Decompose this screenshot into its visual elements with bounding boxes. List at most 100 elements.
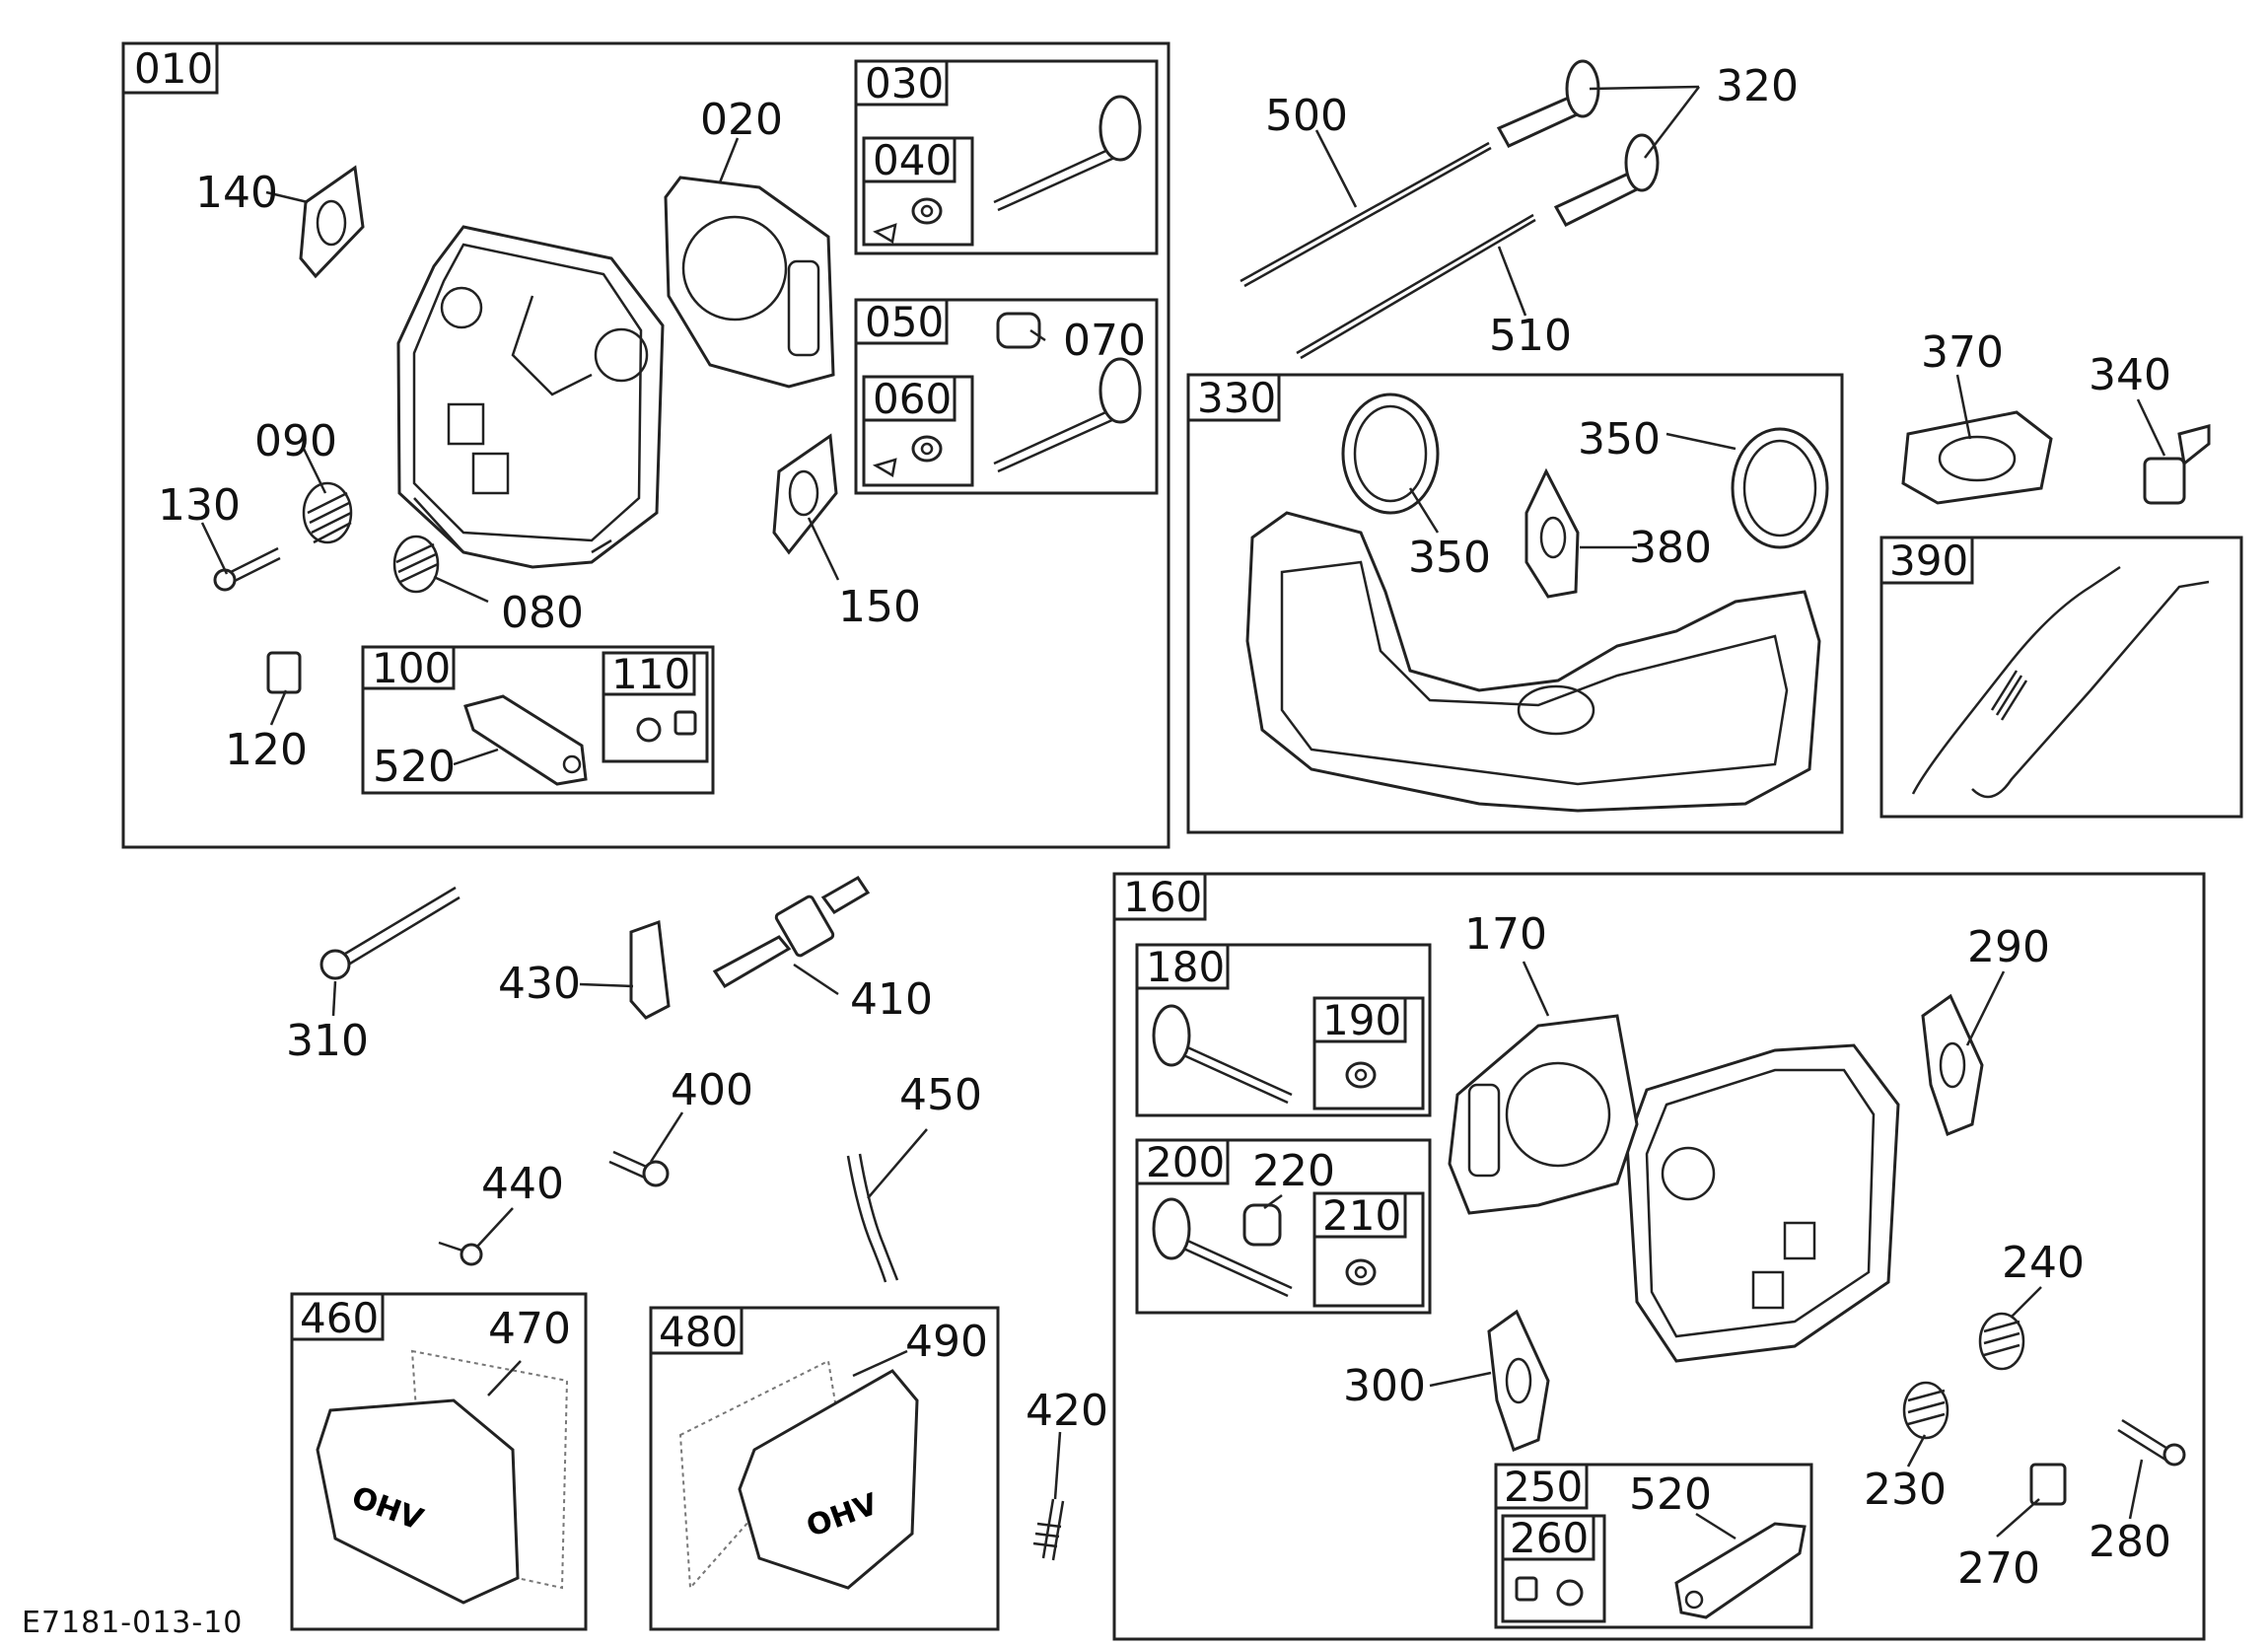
bolt-310-drawing — [319, 886, 461, 980]
group-frame-460: 460 — [290, 1292, 588, 1631]
push-rod-500-drawing — [1240, 141, 1492, 288]
box-label-460: 460 — [300, 1294, 379, 1342]
nut-110-drawing — [636, 710, 697, 743]
tappet-320-lower-drawing — [1553, 133, 1660, 227]
guide-plate-120-drawing — [266, 651, 302, 694]
valve-cover-460-drawing: OHV — [316, 1349, 569, 1605]
callout-440: 440 — [481, 1159, 564, 1209]
group-frame-050: 050 060 — [854, 298, 1159, 495]
spark-plug-410-drawing — [712, 876, 871, 989]
box-label-160: 160 — [1123, 873, 1202, 921]
box-label-040: 040 — [873, 136, 952, 184]
gasket-290-drawing — [1921, 993, 1984, 1136]
callout-120: 120 — [225, 725, 308, 775]
callout-220: 220 — [1252, 1146, 1335, 1196]
tappet-320-upper-drawing — [1496, 59, 1600, 148]
box-label-200: 200 — [1146, 1138, 1225, 1186]
valve-spring-090-drawing — [302, 481, 353, 544]
valve-spring-240-drawing — [1978, 1312, 2025, 1371]
callout-230: 230 — [1864, 1465, 1947, 1515]
callout-500: 500 — [1265, 91, 1348, 141]
callout-090: 090 — [254, 416, 337, 466]
spark-plug-boot-430-drawing — [629, 919, 671, 1020]
box-label-180: 180 — [1146, 943, 1225, 991]
group-frame-030: 030 040 — [854, 59, 1159, 255]
callout-470: 470 — [488, 1304, 571, 1354]
callout-labels: 020 070 080 090 120 130 140 150 170 220 … — [158, 61, 2171, 1594]
callout-070: 070 — [1063, 316, 1146, 366]
callout-420: 420 — [1026, 1386, 1108, 1436]
valve-spring-080-drawing — [392, 535, 440, 594]
callout-400: 400 — [671, 1065, 753, 1115]
group-frame-010: 010 — [121, 41, 1170, 849]
callout-520-lower: 520 — [1629, 1469, 1712, 1520]
leader-lines — [200, 85, 2166, 1540]
push-rod-510-drawing — [1296, 213, 1536, 360]
callout-340: 340 — [2089, 350, 2171, 400]
group-frame-390: 390 — [1879, 536, 2243, 819]
callout-300: 300 — [1343, 1361, 1426, 1411]
stud-420-drawing — [1032, 1498, 1065, 1561]
callout-320: 320 — [1716, 61, 1799, 111]
gasket-350-right-drawing — [1731, 427, 1829, 549]
box-label-260: 260 — [1510, 1514, 1589, 1562]
box-label-110: 110 — [611, 650, 690, 698]
callout-150: 150 — [838, 582, 921, 632]
valve-030-drawing — [873, 95, 1142, 244]
callout-450: 450 — [899, 1070, 982, 1120]
callout-080: 080 — [501, 588, 584, 638]
group-frame-480: 480 — [649, 1306, 1000, 1631]
gasket-300-drawing — [1487, 1309, 1550, 1452]
callout-140: 140 — [195, 168, 278, 218]
callout-520-upper: 520 — [373, 742, 456, 792]
head-gasket-020-drawing — [664, 176, 835, 389]
valve-180-drawing — [1152, 1004, 1377, 1105]
box-label-210: 210 — [1322, 1191, 1401, 1240]
group-frame-180: 180 190 — [1135, 943, 1432, 1117]
group-frame-200: 200 210 — [1135, 1138, 1432, 1315]
box-label-050: 050 — [865, 298, 944, 346]
group-frame-250: 250 260 — [1494, 1463, 1813, 1629]
group-frame-160: 160 — [1112, 872, 2206, 1641]
valve-200-drawing — [1152, 1197, 1377, 1298]
callout-130: 130 — [158, 480, 241, 531]
cylinder-head-160-drawing — [1625, 1043, 1900, 1363]
box-label-010: 010 — [134, 44, 213, 93]
screw-440-drawing — [438, 1241, 483, 1266]
callout-350-right: 350 — [1578, 414, 1661, 465]
callout-430: 430 — [498, 959, 581, 1009]
callout-350-left: 350 — [1408, 533, 1491, 583]
group-frame-100: 100 110 — [361, 644, 715, 795]
gasket-140-drawing — [299, 165, 365, 279]
callout-310: 310 — [286, 1016, 369, 1066]
gasket-150-drawing — [772, 433, 838, 555]
gasket-380-drawing — [1524, 467, 1580, 599]
box-label-030: 030 — [865, 59, 944, 107]
figure-code: E7181-013-10 — [22, 1606, 244, 1640]
callout-380: 380 — [1629, 523, 1712, 573]
governor-spring-390-drawing — [1911, 565, 2210, 799]
callout-240: 240 — [2002, 1238, 2085, 1288]
valve-050-drawing — [872, 312, 1142, 477]
nut-260-drawing — [1515, 1576, 1584, 1607]
box-label-330: 330 — [1197, 374, 1276, 422]
guide-plate-270-drawing — [2029, 1463, 2067, 1506]
box-label-390: 390 — [1889, 537, 1968, 585]
head-gasket-170-drawing — [1448, 1014, 1639, 1215]
callout-490: 490 — [905, 1317, 988, 1367]
callout-410: 410 — [850, 974, 933, 1025]
callout-020: 020 — [700, 95, 783, 145]
callout-510: 510 — [1489, 311, 1572, 361]
cylinder-head-drawing — [396, 225, 665, 569]
callout-270: 270 — [1957, 1543, 2040, 1594]
breather-hose-450-drawing — [846, 1153, 899, 1283]
gasket-350-left-drawing — [1341, 393, 1440, 515]
rocker-arm-520-lower-drawing — [1674, 1522, 1807, 1619]
box-label-250: 250 — [1504, 1463, 1583, 1511]
intake-manifold-330-drawing — [1245, 511, 1821, 813]
callout-280: 280 — [2089, 1517, 2171, 1567]
screw-400-drawing — [608, 1150, 670, 1187]
valve-cover-480-drawing: OHV — [678, 1359, 919, 1591]
group-frame-330: 330 — [1186, 373, 1844, 834]
